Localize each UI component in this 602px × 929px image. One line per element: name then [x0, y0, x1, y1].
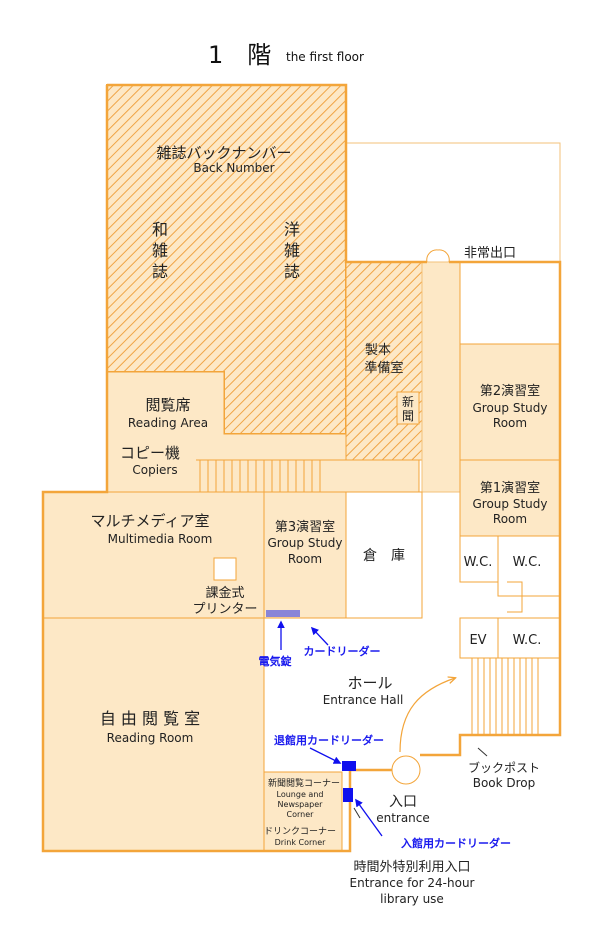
electric-lock-label: 電気錠: [259, 654, 293, 668]
entry-flow-arrow: [399, 678, 455, 753]
security-labels: 電気錠 カードリーダー 退館用カードリーダー 入館用カードリーダー: [259, 644, 512, 850]
title-ja: 1 階: [208, 41, 271, 69]
outer-wall: [41, 83, 562, 853]
copier-stair-lines: [196, 459, 346, 492]
binding-prep-room: [345, 261, 423, 461]
newspaper-box: [396, 391, 420, 425]
storage-top-right: [459, 261, 561, 345]
ev-label: EV: [469, 633, 486, 648]
group-study-1-en1: Group Study: [473, 497, 548, 511]
japanese-mag-3: 誌: [152, 262, 168, 281]
group-study-2-en2: Room: [493, 416, 527, 430]
outdoor-area-outline: [346, 142, 561, 263]
storage-room: [345, 491, 423, 619]
entrance-24h-arrow: [353, 807, 361, 819]
foreign-mag-3: 誌: [284, 262, 300, 281]
east-corridor-fill: [421, 261, 461, 493]
magazines-ja: 雑誌バックナンバー: [156, 144, 291, 162]
map-labels: 雑誌バックナンバー Back Number 和 雑 誌 洋 雑 誌 製本 準備室…: [91, 144, 548, 906]
group-study-1: [459, 459, 561, 537]
entrance-doors: [391, 755, 421, 785]
exit-card-reader-label: 退館用カードリーダー: [274, 733, 384, 747]
group-study-3: [263, 491, 347, 619]
entrance-24h-en1: Entrance for 24-hour: [350, 876, 475, 890]
multimedia-ja: マルチメディア室: [91, 512, 210, 530]
wc-right-top: [497, 535, 561, 597]
emergency-exit-label: 非常出口: [464, 246, 516, 261]
group-study-3-en1: Group Study: [268, 536, 343, 550]
magazines-en: Back Number: [193, 161, 274, 175]
wc-label-3: W.C.: [513, 633, 542, 648]
exit-card-reader-marker: [342, 761, 356, 771]
exit-card-reader-arrow: [309, 747, 342, 764]
entrance-en: entrance: [376, 811, 430, 825]
emergency-exit-doors: [426, 249, 450, 263]
entrance-24h-en2: library use: [380, 892, 444, 906]
lounge-corner: [263, 771, 343, 852]
multimedia-room: [42, 491, 265, 619]
lounge-en3: Corner: [287, 810, 315, 819]
card-reader-label: カードリーダー: [304, 644, 381, 658]
reading-area-ja: 閲覧席: [145, 396, 190, 414]
drink-en: Drink Corner: [275, 838, 327, 847]
group-study-2-en1: Group Study: [473, 401, 548, 415]
group-study-2: [459, 343, 561, 461]
wc-partition: [507, 581, 523, 613]
group-study-1-en2: Room: [493, 512, 527, 526]
entry-card-reader-marker: [343, 788, 353, 802]
foreign-mag-2: 雑: [284, 241, 300, 260]
printer-l1: 課金式: [205, 585, 244, 601]
newspaper-c1: 新: [402, 394, 414, 409]
lounge-ja: 新聞閲覧コーナー: [268, 777, 340, 789]
lounge-en1: Lounge and: [277, 790, 324, 799]
bookbinding-l2: 準備室: [364, 360, 403, 376]
reading-area-en: Reading Area: [128, 416, 208, 430]
title-en: the first floor: [286, 50, 364, 64]
hall-ja: ホール: [347, 674, 392, 692]
entry-card-reader-arrow: [355, 798, 383, 837]
wc-label-1: W.C.: [464, 555, 493, 570]
book-drop-ja: ブックポスト: [468, 760, 540, 775]
japanese-mag-2: 雑: [152, 241, 168, 260]
drink-ja: ドリンクコーナー: [264, 826, 336, 837]
reading-room-ja: 自 由 閲 覧 室: [100, 709, 200, 728]
printer-icon: [213, 557, 237, 581]
electric-lock-slot: [266, 610, 300, 617]
lounge-en2: Newspaper: [278, 800, 324, 809]
copiers-ja: コピー機: [120, 444, 180, 462]
wc-label-2: W.C.: [513, 555, 542, 570]
entrance-24h-ja: 時間外特別利用入口: [353, 860, 470, 875]
hall-en: Entrance Hall: [323, 693, 404, 707]
group-study-1-ja: 第1演習室: [480, 480, 540, 496]
staircase: [470, 657, 560, 735]
copiers-en: Copiers: [132, 463, 177, 477]
book-drop-pointer: [477, 747, 488, 757]
entry-card-reader-label: 入館用カードリーダー: [401, 836, 511, 850]
reading-room-en: Reading Room: [107, 731, 194, 745]
bookbinding-l1: 製本: [365, 343, 391, 358]
multimedia-en: Multimedia Room: [108, 532, 213, 546]
printer-l2: プリンター: [192, 602, 257, 617]
map-title: 1 階 the first floor: [208, 41, 364, 69]
group-study-2-ja: 第2演習室: [480, 383, 540, 399]
group-study-3-en2: Room: [288, 552, 322, 566]
card-reader-arrow: [310, 626, 329, 646]
wc-right-bottom: [497, 617, 561, 659]
book-drop-en: Book Drop: [473, 776, 536, 790]
foreign-mag-1: 洋: [284, 220, 300, 239]
entrance-ja: 入口: [389, 794, 417, 810]
newspaper-c2: 聞: [402, 409, 414, 423]
japanese-mag-1: 和: [152, 220, 168, 239]
group-study-3-ja: 第3演習室: [275, 519, 335, 535]
storage-label: 倉 庫: [363, 547, 405, 564]
